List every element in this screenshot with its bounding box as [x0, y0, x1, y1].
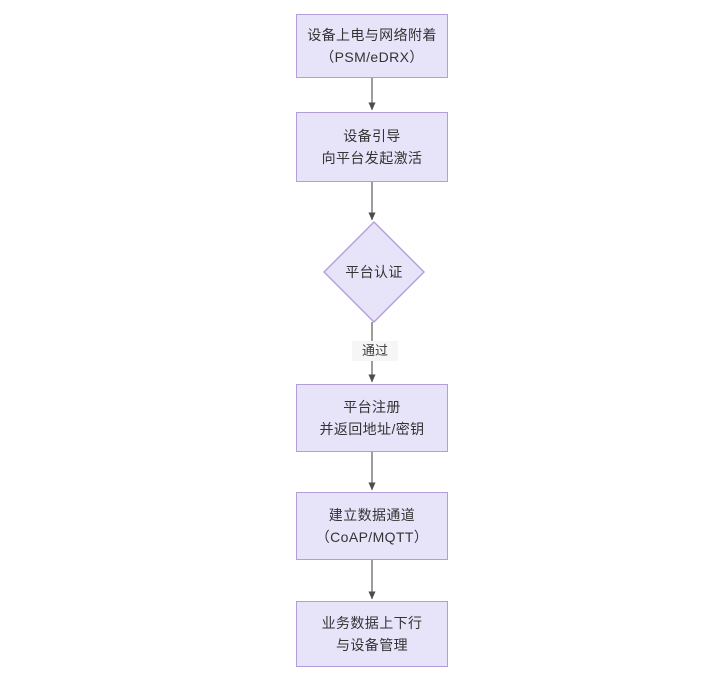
node-line: 设备引导: [343, 128, 401, 144]
node-line: 平台认证: [345, 264, 403, 280]
node-line: 建立数据通道: [328, 507, 416, 523]
node-line: （CoAP/MQTT）: [315, 529, 429, 545]
decision-diamond-shape: [323, 221, 425, 323]
node-line: 平台注册: [343, 399, 401, 415]
node-platform-authentication[interactable]: 平台认证: [324, 222, 424, 322]
node-line: （PSM/eDRX）: [320, 49, 424, 65]
node-line: 与设备管理: [336, 637, 408, 653]
node-line: 业务数据上下行: [321, 615, 423, 631]
node-platform-registration[interactable]: 平台注册 并返回地址/密钥: [296, 384, 448, 452]
edge-label-pass: 通过: [352, 341, 398, 361]
node-line: 向平台发起激活: [321, 150, 423, 166]
node-line: 并返回地址/密钥: [319, 421, 425, 437]
node-data-channel[interactable]: 建立数据通道 （CoAP/MQTT）: [296, 492, 448, 560]
node-business-data-device-management[interactable]: 业务数据上下行 与设备管理: [296, 601, 448, 667]
node-device-power-on[interactable]: 设备上电与网络附着 （PSM/eDRX）: [296, 14, 448, 78]
node-device-bootstrap[interactable]: 设备引导 向平台发起激活: [296, 112, 448, 182]
node-line: 设备上电与网络附着: [307, 27, 437, 43]
